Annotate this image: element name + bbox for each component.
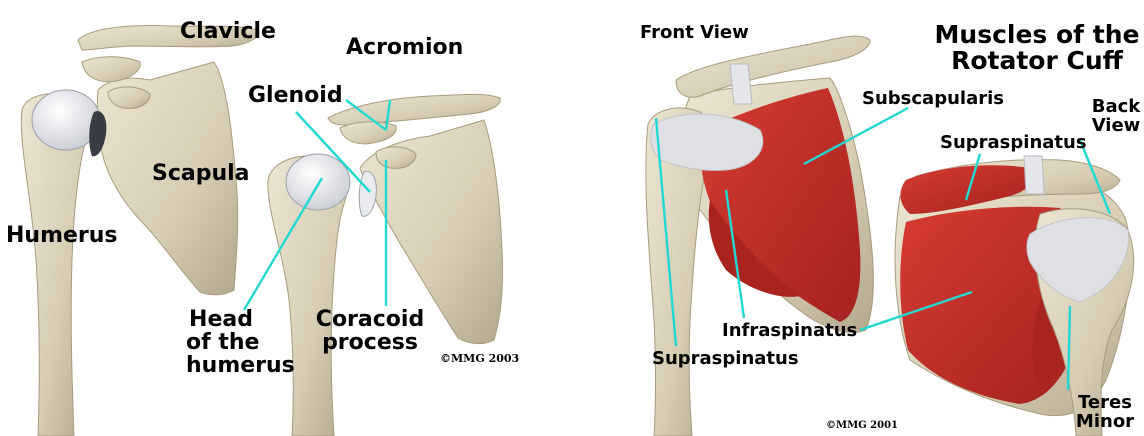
label-teres-line2: Minor <box>1070 413 1140 432</box>
chart-title: Muscles of the Rotator Cuff <box>930 22 1144 75</box>
label-coracoid-process: Coracoid process <box>312 308 428 354</box>
label-coracoid-line1: Coracoid <box>312 308 428 331</box>
label-supraspinatus-front: Supraspinatus <box>652 350 799 369</box>
label-acromion: Acromion <box>346 36 463 59</box>
title-line1: Muscles of the <box>930 22 1144 48</box>
label-scapula: Scapula <box>152 162 250 185</box>
label-supraspinatus-back: Supraspinatus <box>940 134 1087 153</box>
back-ligament <box>1024 156 1044 194</box>
label-head-of-humerus: Head of the humerus <box>186 308 256 377</box>
clavicle-bone-detached <box>328 94 500 125</box>
front-tendon <box>651 114 763 170</box>
label-head-line1: Head <box>186 308 256 331</box>
label-teres-minor: Teres Minor <box>1070 394 1140 432</box>
label-coracoid-line2: process <box>312 331 428 354</box>
label-infraspinatus: Infraspinatus <box>722 322 857 341</box>
copyright-right: ©MMG 2001 <box>826 420 898 431</box>
label-head-line3: humerus <box>186 354 256 377</box>
label-clavicle: Clavicle <box>180 20 276 43</box>
label-humerus: Humerus <box>6 224 118 247</box>
title-line2: Rotator Cuff <box>930 48 1144 74</box>
front-ligament <box>730 64 752 104</box>
label-head-line2: of the <box>186 331 256 354</box>
humeral-head-detached <box>286 154 350 210</box>
label-front-view: Front View <box>640 24 749 43</box>
label-glenoid: Glenoid <box>248 84 343 107</box>
label-back-view: Back View <box>1088 98 1144 136</box>
glenoid-detached <box>359 171 376 216</box>
label-subscapularis: Subscapularis <box>862 90 1004 109</box>
copyright-left: ©MMG 2003 <box>440 352 519 365</box>
label-back-line2: View <box>1088 117 1144 136</box>
